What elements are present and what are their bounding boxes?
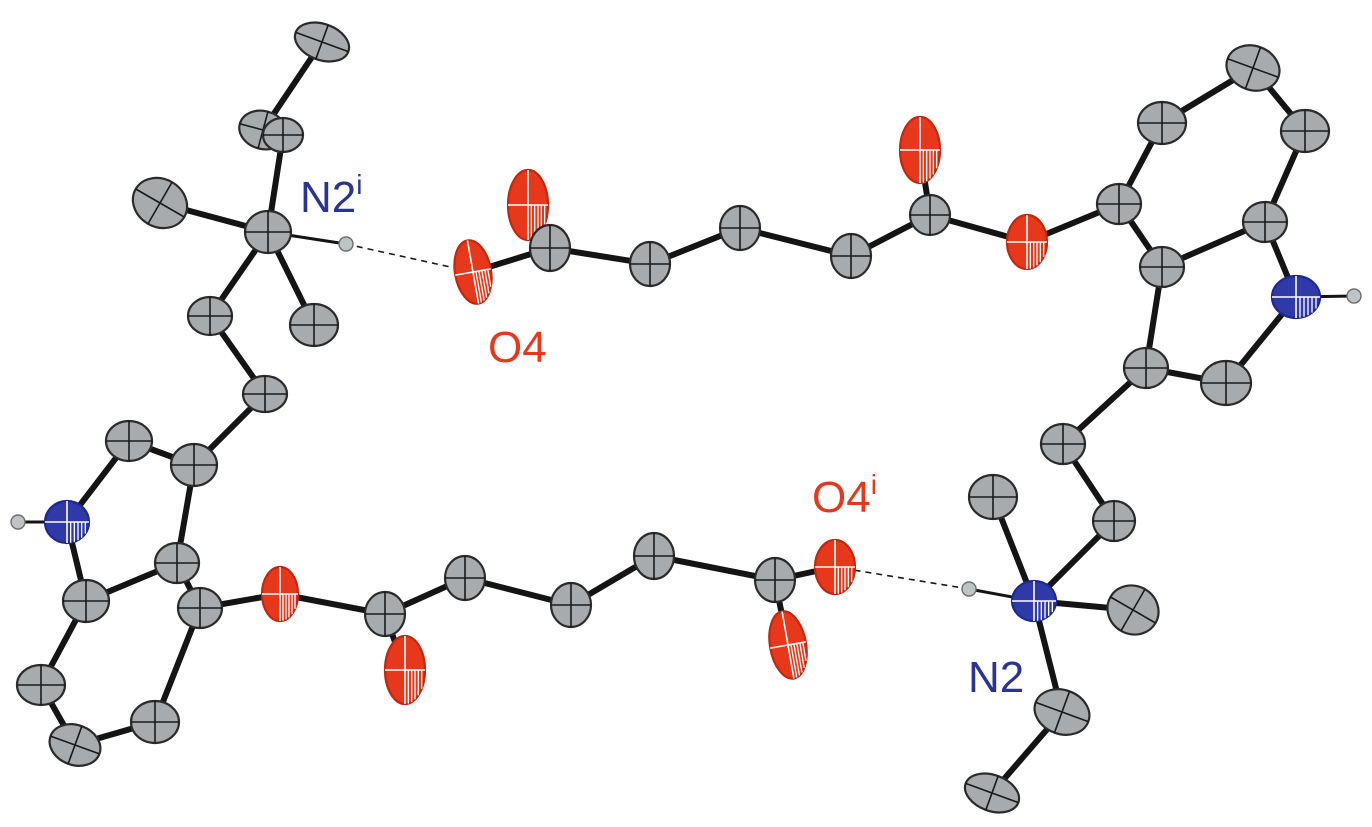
atom-carbon-r1	[1095, 182, 1143, 226]
atom-carbon-a11	[1033, 688, 1091, 736]
octant-hatch	[487, 269, 492, 287]
atom-hydrogen-h2	[1346, 288, 1362, 304]
atom-carbon-c4	[829, 232, 873, 280]
atom-carbon-c1	[528, 223, 572, 273]
atom-carbon-l1	[176, 586, 224, 630]
principal-axis	[1053, 691, 1071, 733]
principal-axis	[1244, 47, 1262, 89]
atom-carbon-l5	[61, 578, 111, 624]
bonds-layer	[18, 39, 1355, 796]
label-n2: N2	[968, 653, 1024, 702]
atom-carbon-c8	[549, 581, 593, 629]
atom-hydrogen-h4	[10, 514, 26, 530]
atom-oxygen-o3	[898, 115, 942, 185]
atom-carbon-a5	[243, 209, 293, 255]
atom-carbon-a3	[261, 116, 305, 154]
atom-oxygen-o1	[506, 168, 550, 242]
atom-carbon-r3	[1225, 44, 1281, 92]
octant-hatch	[481, 270, 488, 298]
atom-hydrogen-h3	[961, 581, 977, 597]
principal-axis	[67, 725, 83, 765]
atoms-layer	[10, 21, 1362, 814]
atom-carbon-r10	[1091, 499, 1137, 543]
principal-axis	[315, 24, 329, 60]
octant-hatch	[793, 643, 801, 676]
atom-nitrogen-n3	[43, 499, 91, 545]
atom-oxygen-o7	[768, 610, 808, 680]
atom-hydrogen-h1	[338, 236, 354, 252]
atom-carbon-l8	[129, 699, 181, 745]
atom-carbon-c5	[908, 193, 952, 237]
atom-carbon-r2	[1136, 100, 1188, 146]
octant-hatch	[799, 642, 805, 668]
atom-carbon-a4	[131, 176, 189, 230]
atom-carbon-l6	[15, 663, 67, 707]
atom-oxygen-o9	[260, 565, 300, 623]
principal-axis	[781, 611, 795, 679]
atom-carbon-c7	[632, 531, 676, 581]
principal-axis	[985, 775, 999, 811]
atom-carbon-c3	[718, 204, 762, 252]
atom-carbon-l7	[48, 723, 102, 767]
atom-nitrogen-n2	[1010, 579, 1058, 623]
atom-carbon-l4	[104, 419, 154, 463]
atom-carbon-c10	[363, 590, 407, 638]
octant-hatch	[790, 644, 798, 678]
label-o4i: O4i	[812, 469, 877, 522]
hydrogen-bond-h3-o6	[834, 566, 970, 590]
atom-oxygen-o8	[383, 634, 427, 706]
atom-oxygen-o6	[813, 538, 857, 596]
atom-carbon-a9	[967, 473, 1019, 521]
atom-carbon-r6	[1138, 245, 1186, 289]
atom-carbon-l2	[153, 541, 201, 585]
principal-axis	[147, 181, 173, 225]
hydrogen-bonds-layer	[345, 243, 970, 590]
atom-carbon-a12	[963, 772, 1021, 814]
atom-carbon-a8	[241, 374, 289, 414]
atom-carbon-c6	[753, 556, 797, 604]
octant-hatch	[478, 270, 485, 301]
atom-carbon-r4	[1279, 108, 1331, 154]
atom-oxygen-o2	[453, 239, 493, 305]
atom-carbon-c2	[628, 240, 672, 288]
atom-carbon-a7	[186, 295, 234, 337]
atom-carbon-a10	[1106, 584, 1160, 636]
atom-carbon-r8	[1122, 346, 1170, 390]
octant-hatch	[475, 271, 483, 303]
octant-hatch	[484, 269, 490, 294]
atom-oxygen-o5	[1005, 213, 1049, 271]
principal-axis	[466, 240, 480, 304]
label-o4: O4	[488, 323, 547, 372]
atom-carbon-l3	[169, 442, 219, 488]
octant-hatch	[796, 643, 803, 673]
octant-hatch	[802, 642, 807, 662]
label-n2i: N2i	[300, 169, 362, 222]
principal-axis	[1120, 588, 1146, 632]
atom-carbon-c9	[443, 554, 487, 602]
atom-carbon-r5	[1241, 200, 1289, 244]
atom-carbon-r9	[1039, 422, 1087, 466]
atom-nitrogen-n1	[1270, 274, 1322, 320]
atom-carbon-a1	[293, 21, 351, 63]
atom-carbon-r7	[1199, 359, 1253, 407]
atom-carbon-a6	[288, 302, 340, 348]
